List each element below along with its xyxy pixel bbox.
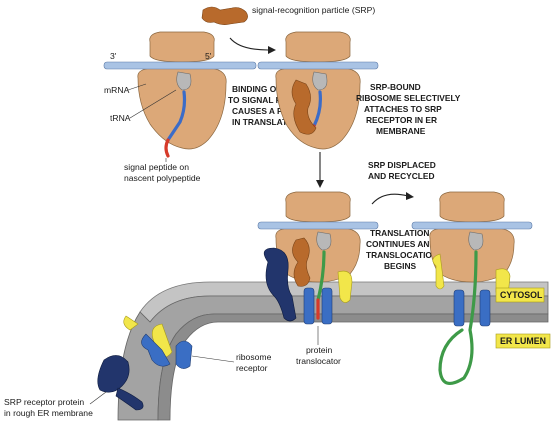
trna-1	[176, 71, 192, 91]
recycle-arrow	[371, 193, 409, 205]
translocator-free-b	[175, 340, 193, 369]
cytosol-label: CYTOSOL	[500, 290, 543, 300]
ribosome-receptor-label-1: ribosome	[236, 352, 272, 362]
er-membrane	[117, 281, 549, 421]
ribosome-receptor-label-2: receptor	[236, 363, 268, 373]
mrna-label: mRNA	[104, 85, 130, 95]
mrna-strand-3	[257, 221, 379, 230]
displaced-caption-1: SRP DISPLACED	[368, 160, 436, 170]
continues-caption-4: BEGINS	[384, 261, 417, 271]
trna-2	[312, 71, 328, 91]
ribosome-free	[137, 31, 227, 150]
attach-caption-4: RECEPTOR IN ER	[366, 115, 437, 125]
srp-receptor-label-2: in rough ER membrane	[4, 408, 93, 418]
ribosome-receptor-right-a	[432, 253, 445, 290]
trna-4	[468, 231, 484, 251]
translocator-label-1: protein	[306, 345, 332, 355]
translocator-docked-left	[303, 287, 315, 325]
ribosome-receptor-docked	[337, 270, 353, 303]
mrna-strand-1	[103, 61, 257, 70]
srp-particle-floating	[201, 6, 248, 25]
signal-peptide-label-2: nascent polypeptide	[124, 173, 201, 183]
translocator-right-right	[479, 289, 491, 327]
attach-caption-3: ATTACHES TO SRP	[364, 104, 442, 114]
mrna-strand-2	[257, 61, 379, 70]
ribosome-srp-bound	[275, 31, 361, 150]
continues-caption-2: CONTINUES AND	[366, 239, 435, 249]
translocator-free-a	[141, 333, 171, 367]
attach-caption-2: RIBOSOME SELECTIVELY	[356, 93, 461, 103]
signal-peptide-1	[164, 138, 170, 158]
srp-receptor-label-1: SRP receptor protein	[4, 397, 84, 407]
continues-caption-3: TRANSLOCATION	[366, 250, 438, 260]
attach-caption-1: SRP-BOUND	[370, 82, 421, 92]
translocator-right-left	[453, 289, 465, 327]
displaced-caption-2: AND RECYCLED	[368, 171, 435, 181]
er-lumen-label: ER LUMEN	[500, 336, 546, 346]
translocating-peptide	[438, 250, 478, 386]
srp-receptor-docked	[263, 247, 297, 322]
nascent-peptide-1	[166, 90, 187, 142]
srp-bound-1	[291, 79, 317, 135]
binding-caption-3: CAUSES A PAUSE	[232, 106, 306, 116]
srp-binding-arrow	[229, 37, 269, 51]
srp-label: signal-recognition particle (SRP)	[252, 5, 375, 15]
mrna-strand-4	[411, 221, 533, 230]
trna-3	[316, 231, 332, 251]
binding-caption-4: IN TRANSLATION	[232, 117, 302, 127]
translocator-docked-right	[321, 287, 333, 325]
binding-caption-1: BINDING OF SRP	[232, 84, 301, 94]
srp-bound-2	[292, 237, 311, 287]
binding-caption-2: TO SIGNAL PEPTIDE	[228, 95, 312, 105]
three-prime-label: 3'	[110, 51, 117, 61]
five-prime-label: 5'	[205, 51, 212, 61]
er-lumen-tag	[495, 333, 551, 349]
attach-caption-5: MEMBRANE	[376, 126, 426, 136]
ribosome-translocating	[429, 191, 515, 283]
signal-peptide-label-1: signal peptide on	[124, 162, 189, 172]
continues-caption-1: TRANSLATION	[370, 228, 429, 238]
trna-label: tRNA	[110, 113, 131, 123]
cytosol-tag	[495, 287, 545, 303]
srp-receptor-free	[97, 355, 130, 393]
translocator-label-2: translocator	[296, 356, 341, 366]
